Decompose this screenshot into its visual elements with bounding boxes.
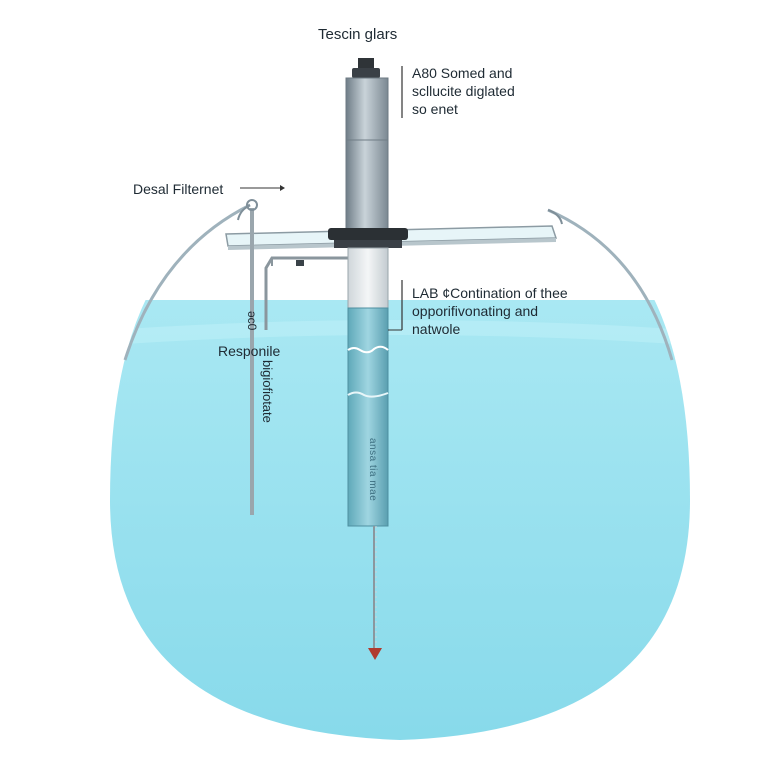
vertical-main-label: bigiofiotate [260, 360, 275, 423]
probe-assembly [328, 58, 408, 660]
top-right-line-1: A80 Somed and [412, 65, 513, 81]
water-body [110, 300, 690, 740]
top-right-line-3: so enet [412, 101, 458, 117]
connector-wire [264, 256, 350, 330]
mid-right-line-1: LAB ¢Contination of thee [412, 285, 568, 301]
vertical-small-label: əc0 [245, 311, 259, 331]
mid-right-label: LAB ¢Contination of thee opporifivonatin… [412, 284, 568, 338]
top-right-label: A80 Somed and scllucite diglated so enet [412, 64, 562, 118]
top-right-line-2: scllucite diglated [412, 83, 515, 99]
mid-right-line-2: opporifivonating and [412, 303, 539, 319]
filter-label: Desal Filternet [133, 181, 224, 197]
bowl-glass-left [123, 203, 251, 361]
reference-rod [246, 199, 258, 515]
diagram-title: Tescin glars [318, 26, 398, 43]
bowl-glass-right [547, 208, 674, 361]
response-label: Responile [218, 343, 281, 359]
mid-right-line-3: natwole [412, 321, 461, 337]
probe-inscription: ansa tia mae [367, 438, 378, 502]
